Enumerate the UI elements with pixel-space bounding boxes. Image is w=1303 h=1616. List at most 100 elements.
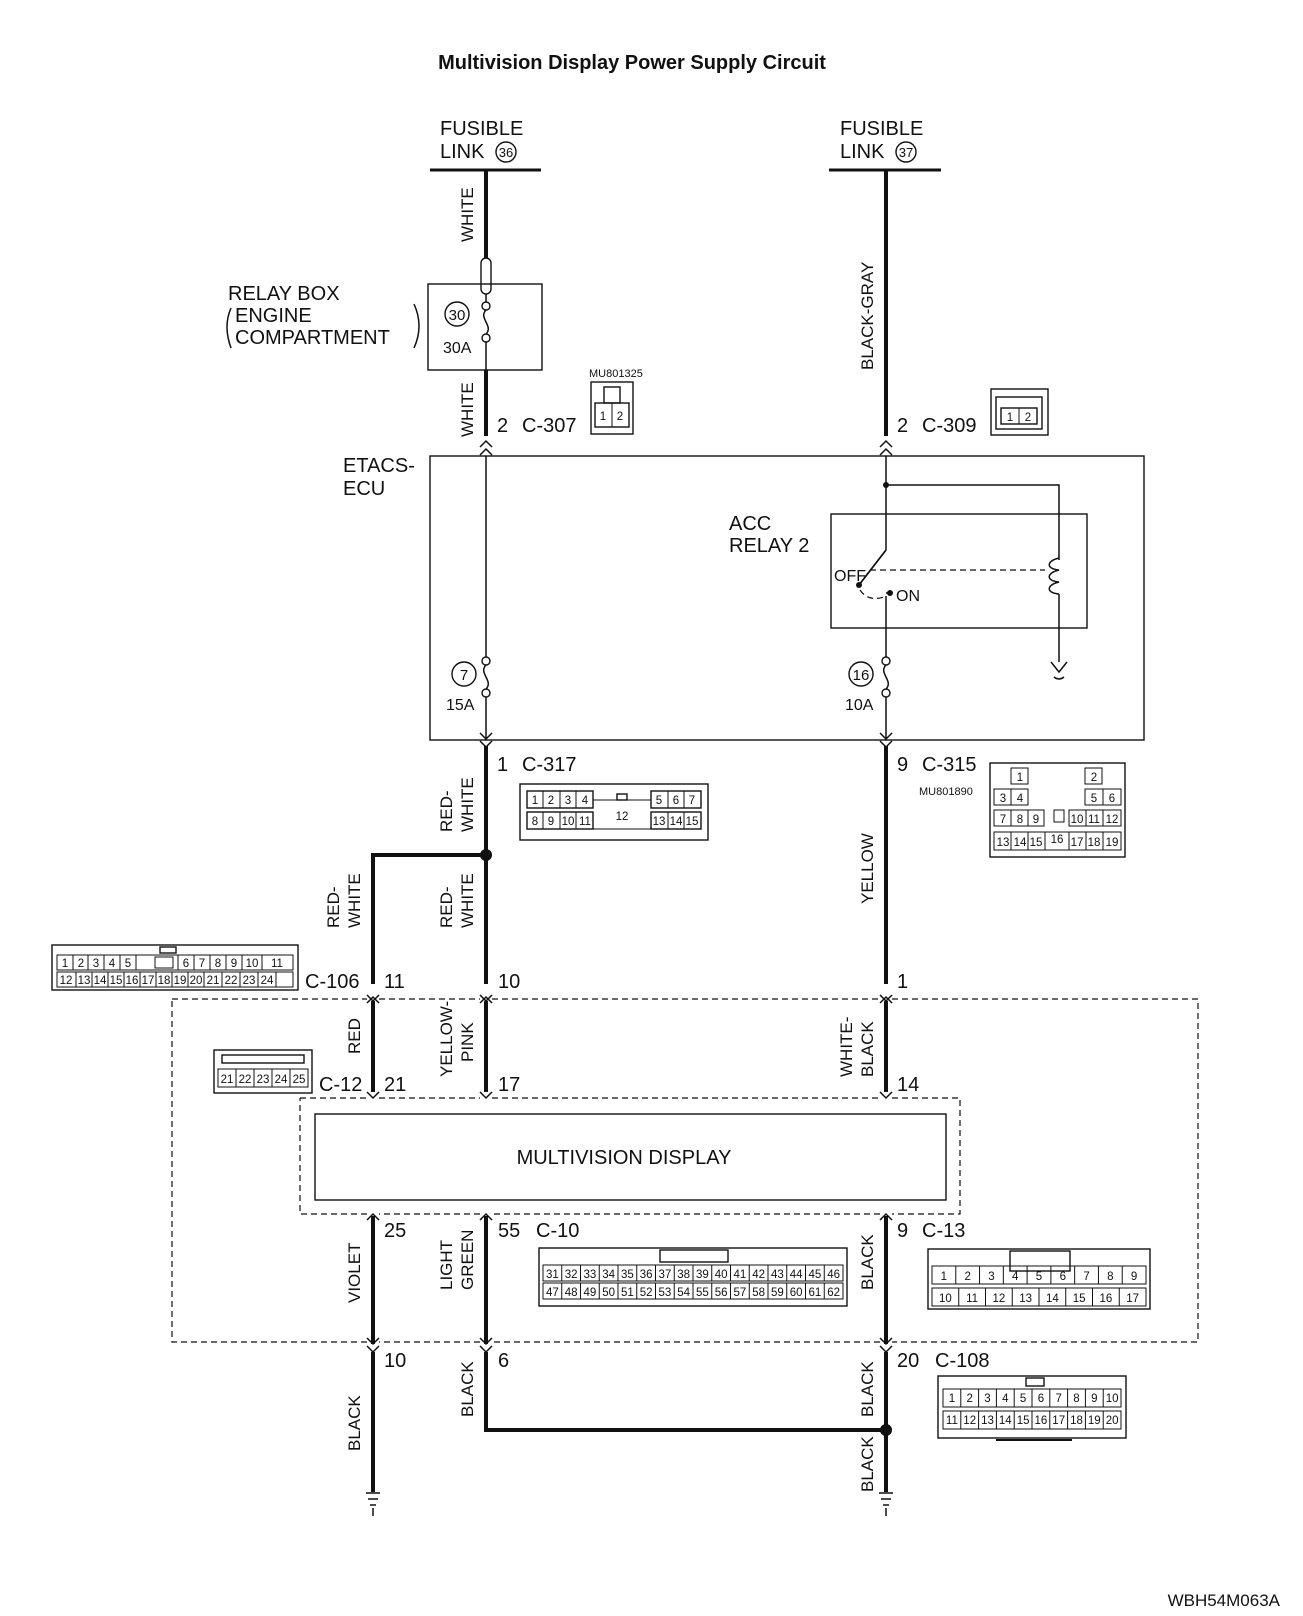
svg-text:RELAY 2: RELAY 2 [729,535,809,557]
pin-cell: 51 [621,1287,634,1299]
ground-splice-point [880,1424,892,1436]
svg-text:23: 23 [257,1074,270,1086]
svg-text:9: 9 [897,754,908,776]
svg-text:17: 17 [498,1074,520,1096]
svg-text:14: 14 [1014,837,1027,849]
pin-cell: 43 [771,1269,784,1281]
svg-text:11: 11 [271,958,283,970]
pin-cell: 31 [546,1269,559,1281]
acc-relay-2: ACC RELAY 2 OFF ON [729,513,1088,629]
wire-label-black-gray: BLACK-GRAY [858,262,877,370]
connector-c317: 1 C-317 1 2 3 4 5 6 7 8 9 10 11 12 13 14… [497,754,709,841]
svg-text:LINK: LINK [440,141,485,163]
svg-text:1: 1 [1017,772,1023,784]
pin-cell: 60 [790,1287,803,1299]
svg-text:18: 18 [158,975,171,987]
svg-text:6: 6 [673,795,679,807]
svg-text:2: 2 [548,795,554,807]
pin-cell: 42 [752,1269,765,1281]
svg-text:2: 2 [1091,772,1097,784]
svg-text:13: 13 [653,816,666,828]
svg-text:3: 3 [565,795,571,807]
svg-text:1: 1 [532,795,538,807]
relay-box-engine-compartment: RELAY BOX ENGINE COMPARTMENT 30 30A [226,283,543,371]
svg-text:FUSIBLE: FUSIBLE [440,118,523,140]
svg-text:WHITE: WHITE [458,777,477,832]
svg-text:16: 16 [126,975,139,987]
svg-text:10A: 10A [845,697,874,714]
pin-cell: 50 [602,1287,615,1299]
svg-text:LIGHT: LIGHT [437,1240,456,1290]
pin-cell: 16 [1099,1293,1112,1305]
svg-text:2: 2 [617,411,623,423]
svg-text:BLACK: BLACK [858,1021,877,1077]
pin-cell: 47 [546,1287,559,1299]
svg-text:C-13: C-13 [922,1220,965,1242]
wire-label-red: RED [345,1018,364,1054]
pin-cell: 8 [1107,1271,1113,1283]
diagram-title: Multivision Display Power Supply Circuit [438,52,826,74]
svg-text:17: 17 [1071,837,1084,849]
svg-text:22: 22 [239,1074,252,1086]
svg-text:MU801890: MU801890 [919,786,973,798]
fusible-link-36: FUSIBLE LINK 36 [430,118,541,172]
svg-text:1: 1 [1007,412,1013,424]
svg-text:WHITE: WHITE [458,873,477,928]
svg-text:9: 9 [897,1220,908,1242]
wire-label-white-bottom: WHITE [458,382,477,437]
pin-cell: 34 [602,1269,615,1281]
svg-text:2: 2 [497,415,508,437]
pin-cell: 2 [964,1271,970,1283]
svg-text:4: 4 [1017,793,1024,805]
wire-label-black-right: BLACK [858,1361,877,1417]
svg-text:1: 1 [897,971,908,993]
svg-text:20: 20 [190,975,203,987]
pin-cell: 32 [565,1269,578,1281]
svg-text:7: 7 [199,958,205,970]
wire-label-red-white-b: RED- WHITE [324,873,364,928]
display-dashed-outline [299,1097,961,1215]
svg-text:19: 19 [1106,837,1119,849]
svg-text:21: 21 [221,1074,234,1086]
pin-cell: 3 [984,1393,990,1405]
svg-text:30A: 30A [443,340,472,357]
pin-cell: 7 [1083,1271,1089,1283]
pin-cell: 7 [1055,1393,1061,1405]
svg-text:C-106: C-106 [305,971,359,993]
svg-text:15: 15 [686,816,699,828]
pin-cell: 33 [583,1269,596,1281]
pin-cell: 15 [1017,1415,1030,1427]
pin-cell: 17 [1052,1415,1065,1427]
svg-text:RED-: RED- [437,790,456,832]
svg-text:ETACS-: ETACS- [343,455,415,477]
svg-text:12: 12 [616,811,629,823]
svg-text:55: 55 [498,1220,520,1242]
pin-cell: 5 [1020,1393,1026,1405]
chevrons-c108 [366,1337,893,1354]
pin-cell: 9 [1091,1393,1097,1405]
svg-text:MULTIVISION DISPLAY: MULTIVISION DISPLAY [517,1147,732,1169]
svg-text:24: 24 [261,975,274,987]
connector-c307: 2 C-307 MU801325 1 2 [497,368,643,437]
pin-cell: 36 [640,1269,653,1281]
pin-cell: 55 [696,1287,709,1299]
pin-cell: 41 [733,1269,746,1281]
svg-text:7: 7 [689,795,695,807]
svg-text:5: 5 [1091,793,1097,805]
pin-cell: 44 [790,1269,803,1281]
svg-text:20: 20 [897,1350,919,1372]
svg-text:PINK: PINK [458,1022,477,1062]
svg-text:11: 11 [384,971,405,993]
svg-text:OFF: OFF [834,568,866,585]
svg-text:15A: 15A [446,697,475,714]
svg-text:19: 19 [174,975,187,987]
fusible-link-37: FUSIBLE LINK 37 [829,118,941,172]
pin-cell: 6 [1038,1393,1044,1405]
svg-text:FUSIBLE: FUSIBLE [840,118,923,140]
svg-text:4: 4 [582,795,589,807]
wire-label-red-white-c: RED- WHITE [437,873,477,928]
pin-cell: 12 [992,1293,1005,1305]
svg-text:2: 2 [897,415,908,437]
